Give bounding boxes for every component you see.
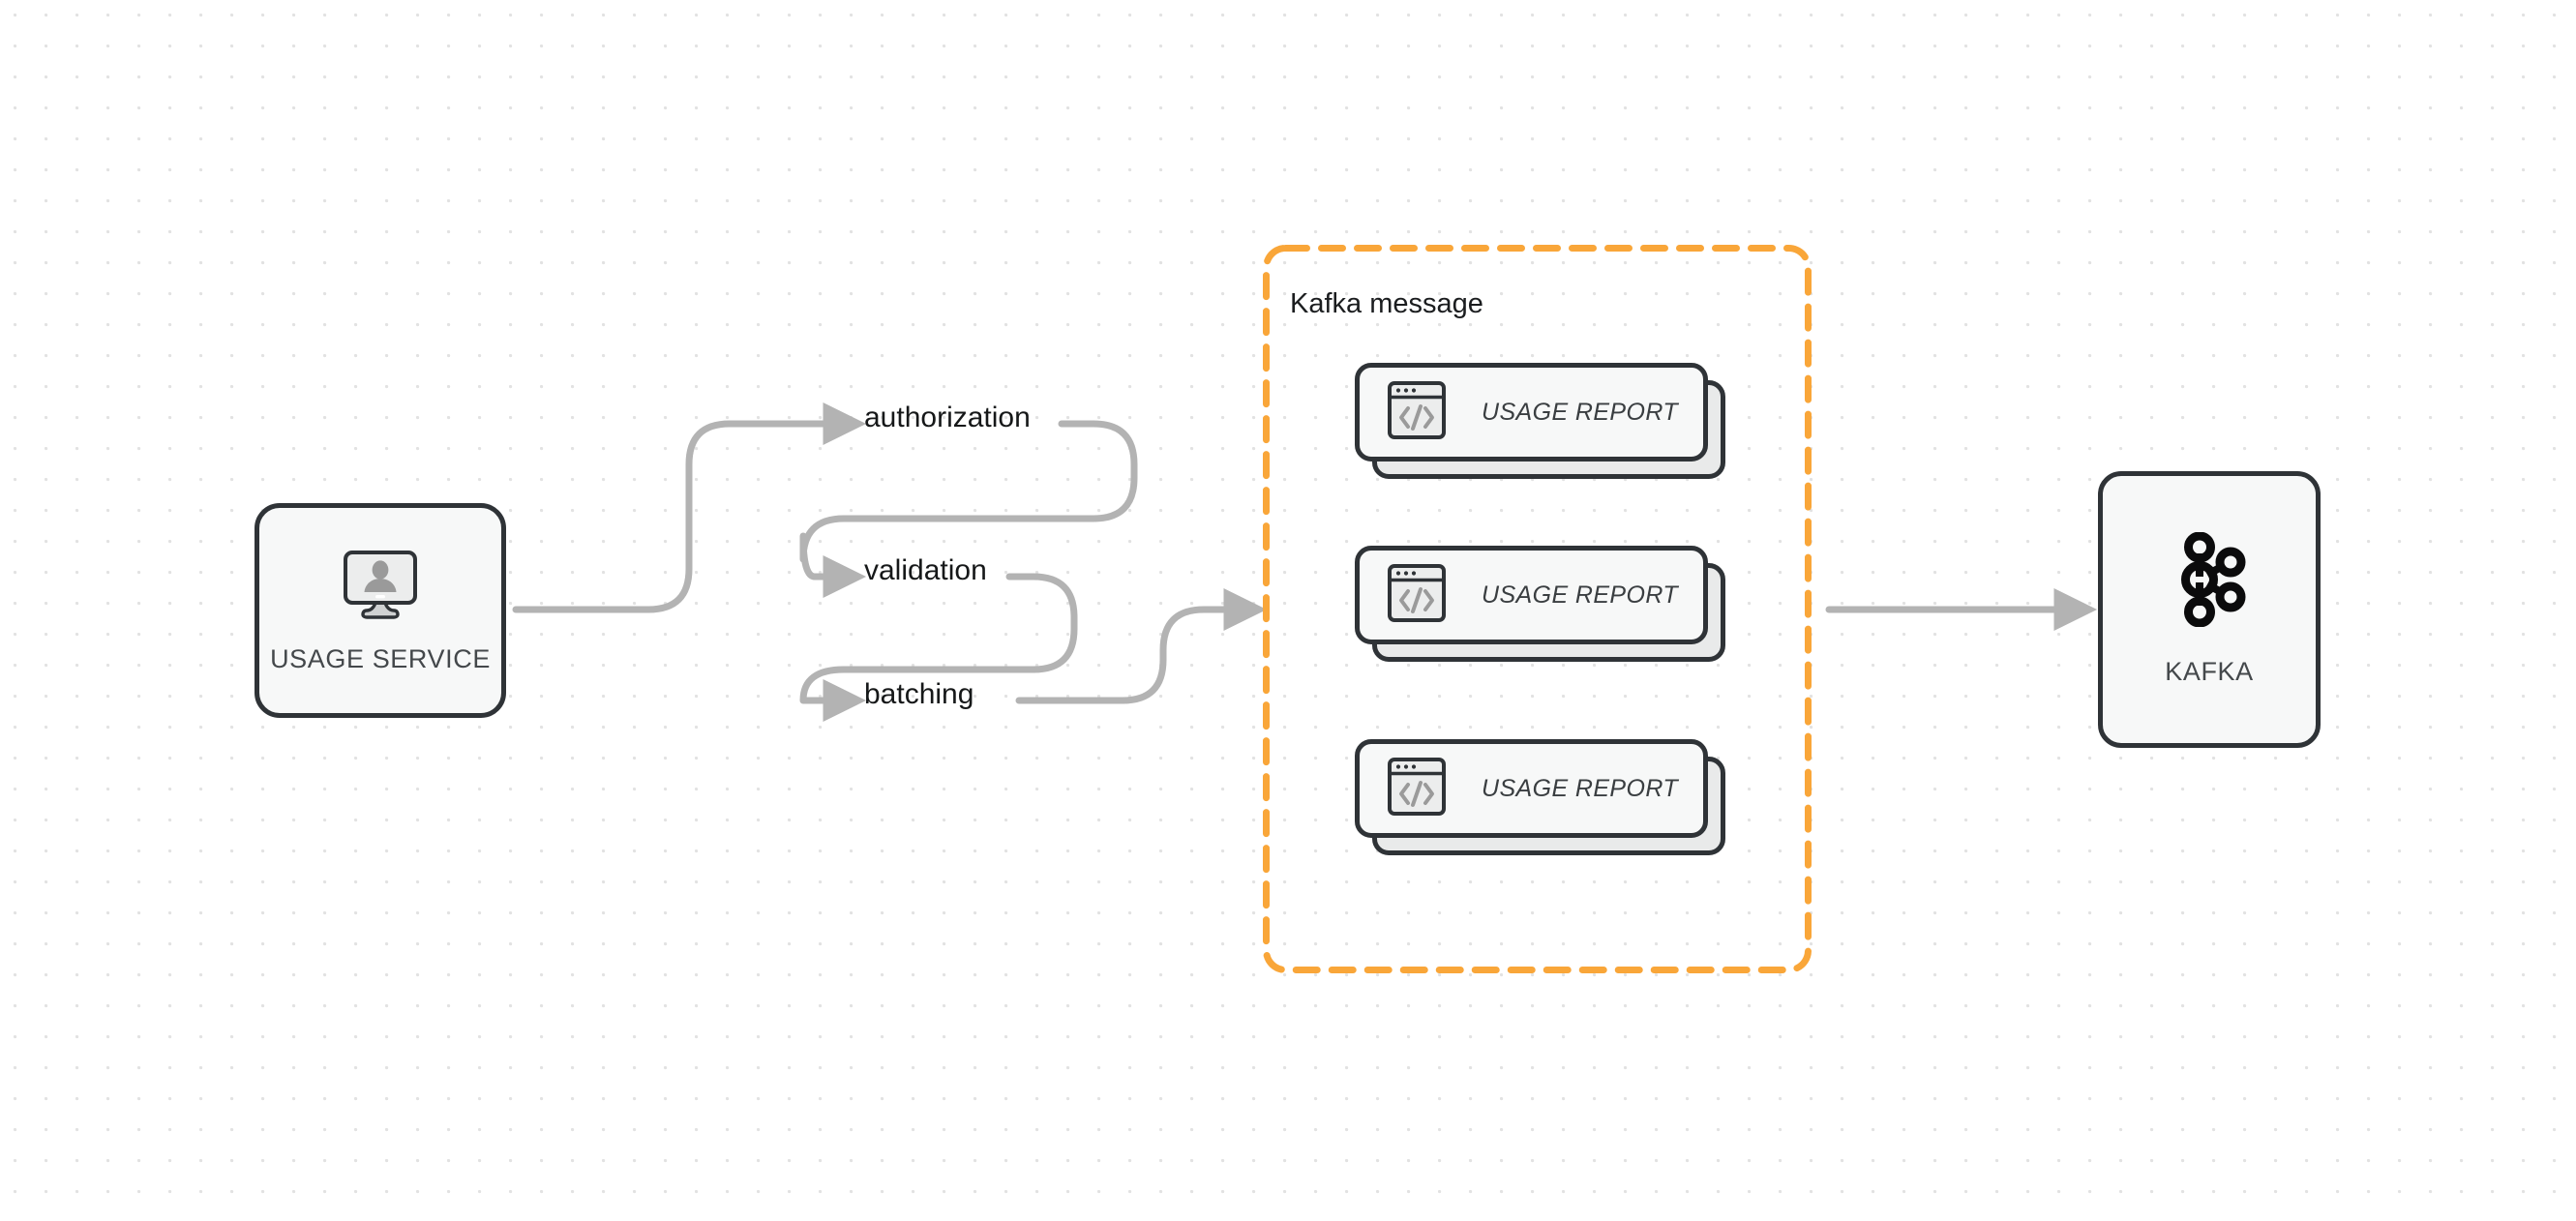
step-label-authorization: authorization [864,402,1031,433]
usage-report-card[interactable]: USAGE REPORT [1355,546,1727,662]
code-window-icon [1387,380,1447,445]
usage-report-card[interactable]: USAGE REPORT [1355,363,1727,479]
card-front-layer: USAGE REPORT [1355,363,1708,462]
edge-batching-to-kafka-message [1015,587,1268,704]
card-front-layer: USAGE REPORT [1355,739,1708,838]
group-dashed-border [1263,245,1812,973]
edge-usage-service-to-authorization [512,402,867,613]
monitor-user-icon [340,547,421,629]
step-label-validation: validation [864,554,987,586]
node-usage-service-label: USAGE SERVICE [270,644,491,673]
usage-report-card-label: USAGE REPORT [1482,774,1678,802]
usage-report-card-label: USAGE REPORT [1482,581,1678,609]
kafka-logo-icon [2169,531,2250,632]
group-kafka-message[interactable]: Kafka message [1263,245,1812,973]
node-kafka[interactable]: KAFKA [2098,471,2321,748]
node-usage-service[interactable]: USAGE SERVICE [255,503,506,718]
code-window-icon [1387,757,1447,821]
code-window-icon [1387,563,1447,628]
step-label-batching: batching [864,678,974,710]
card-front-layer: USAGE REPORT [1355,546,1708,644]
group-kafka-message-title: Kafka message [1290,288,1483,319]
usage-report-card-label: USAGE REPORT [1482,398,1678,426]
usage-report-card[interactable]: USAGE REPORT [1355,739,1727,855]
node-kafka-label: KAFKA [2165,657,2254,686]
